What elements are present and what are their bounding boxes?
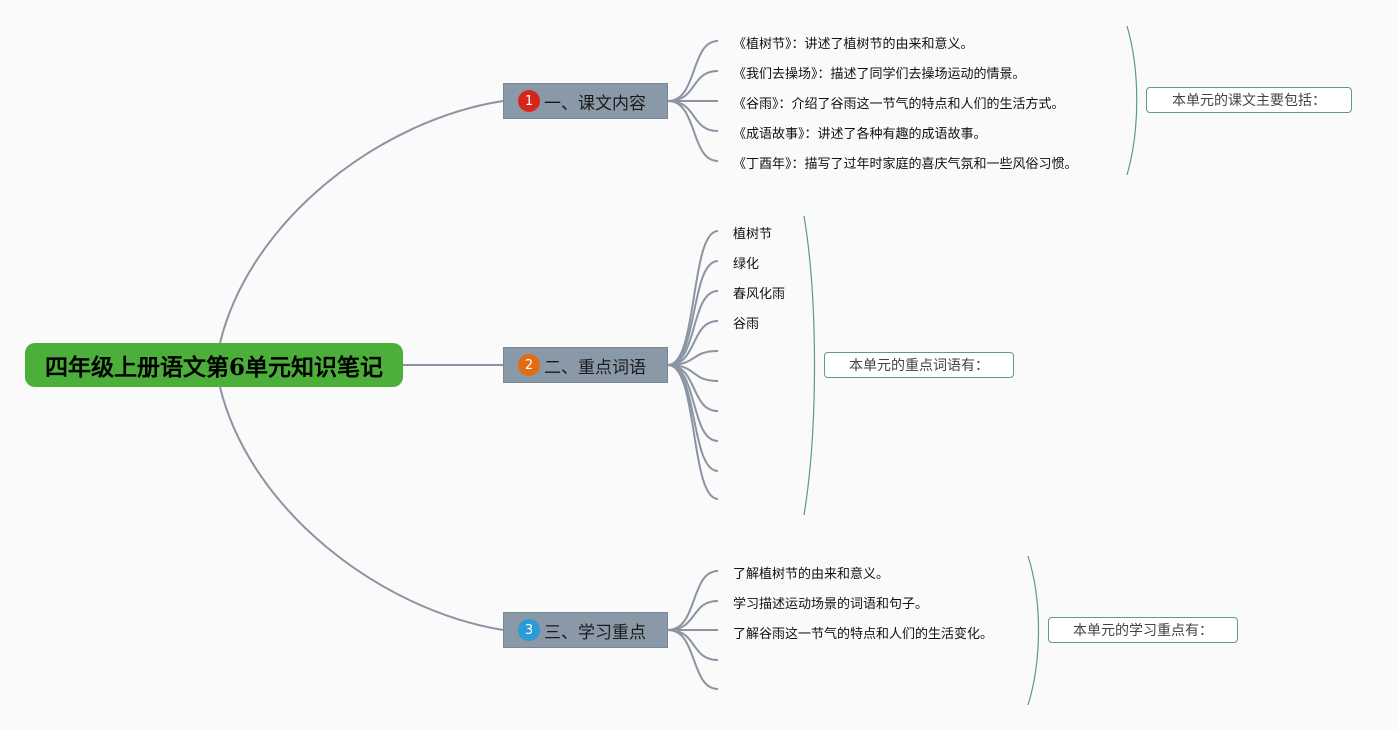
summary-study-focus[interactable]: 本单元的学习重点有： xyxy=(1048,617,1238,643)
list-item[interactable]: 《我们去操场》：描述了同学们去操场运动的情景。 xyxy=(733,67,1026,82)
connector-branch-1-leaf-5 xyxy=(667,100,719,162)
list-item[interactable]: 《丁酉年》：描写了过年时家庭的喜庆气氛和一些风俗习惯。 xyxy=(733,157,1078,172)
list-item[interactable]: 植树节 xyxy=(733,227,773,242)
connector-branch-3-leaf-5 xyxy=(667,629,719,690)
number-badge-1: 1 xyxy=(518,90,540,112)
list-item[interactable]: 了解谷雨这一节气的特点和人们的生活变化。 xyxy=(733,627,994,642)
connector-branch-2-leaf-2 xyxy=(667,260,719,366)
summary-brace-1 xyxy=(1126,25,1138,176)
list-item[interactable]: 《谷雨》：介绍了谷雨这一节气的特点和人们的生活方式。 xyxy=(733,97,1065,112)
list-item[interactable]: 了解植树节的由来和意义。 xyxy=(733,567,890,582)
connector-root-branch-3 xyxy=(219,386,504,631)
branch-label: 二、重点词语 xyxy=(544,357,646,378)
branch-key-words[interactable]: 2 二、重点词语 xyxy=(503,347,668,383)
list-item[interactable]: 学习描述运动场景的词语和句子。 xyxy=(733,597,929,612)
connector-branch-2-leaf-3 xyxy=(667,290,719,366)
connector-branch-1-leaf-1 xyxy=(667,40,719,102)
summary-brace-2 xyxy=(803,215,816,516)
connector-branch-2-leaf-4 xyxy=(667,320,719,366)
list-item[interactable]: 谷雨 xyxy=(733,317,760,332)
connector-branch-3-leaf-1 xyxy=(667,570,719,631)
branch-lesson-content[interactable]: 1 一、课文内容 xyxy=(503,83,668,119)
connector-branch-2-leaf-1 xyxy=(667,230,719,366)
connector-root-branch-1 xyxy=(219,100,504,344)
branch-label: 三、学习重点 xyxy=(544,622,646,643)
connector-branch-2-leaf-10 xyxy=(667,364,719,500)
branch-study-focus[interactable]: 3 三、学习重点 xyxy=(503,612,668,648)
summary-key-words[interactable]: 本单元的重点词语有： xyxy=(824,352,1014,378)
number-badge-2: 2 xyxy=(518,354,540,376)
summary-brace-3 xyxy=(1027,555,1040,706)
number-badge-3: 3 xyxy=(518,619,540,641)
summary-lesson-content[interactable]: 本单元的课文主要包括： xyxy=(1146,87,1352,113)
list-item[interactable]: 春风化雨 xyxy=(733,287,786,302)
list-item[interactable]: 绿化 xyxy=(733,257,760,272)
list-item[interactable]: 《成语故事》：讲述了各种有趣的成语故事。 xyxy=(733,127,987,142)
list-item[interactable]: 《植树节》：讲述了植树节的由来和意义。 xyxy=(733,37,974,52)
branch-label: 一、课文内容 xyxy=(544,93,646,114)
root-topic[interactable]: 四年级上册语文第6单元知识笔记 xyxy=(25,343,403,387)
